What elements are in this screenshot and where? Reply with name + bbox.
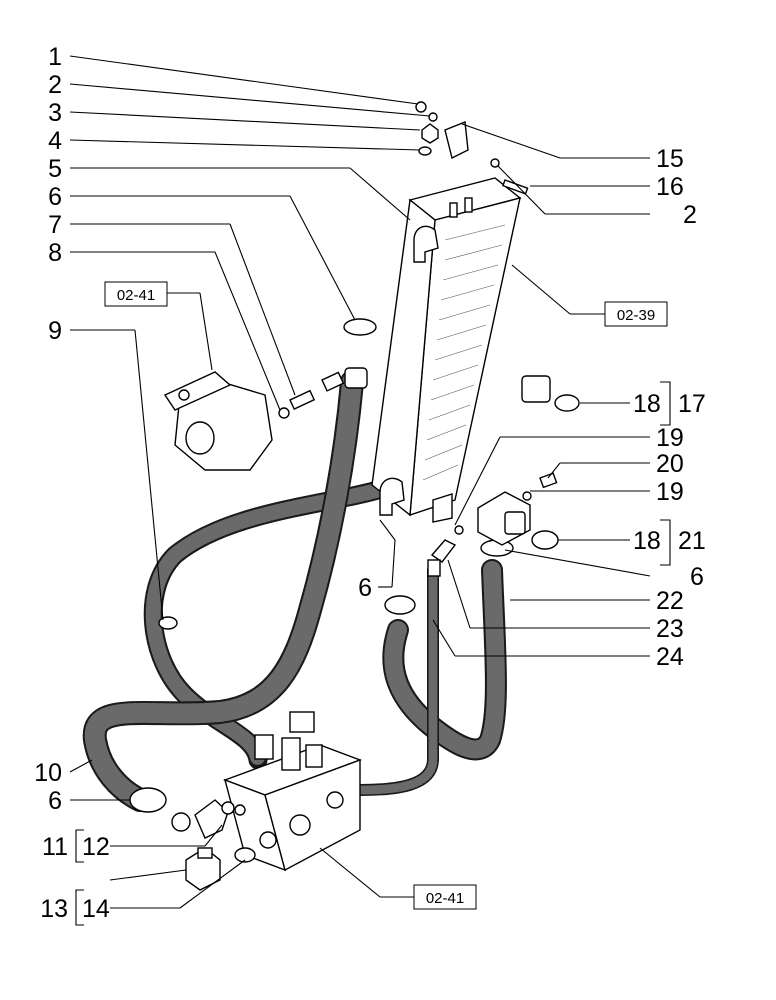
callout-18: 18	[633, 390, 661, 418]
callout-6: 6	[48, 183, 62, 211]
callout-18b: 18	[633, 527, 661, 555]
callout-12: 12	[82, 833, 110, 861]
callout-19b: 19	[656, 478, 684, 506]
ref-box-cooler: 02-39	[604, 301, 668, 327]
callout-5: 5	[48, 155, 62, 183]
callout-14: 14	[82, 895, 110, 923]
callout-9: 9	[48, 317, 62, 345]
callout-13: 13	[40, 895, 68, 923]
callout-2b: 2	[683, 201, 697, 229]
callout-17: 17	[678, 390, 706, 418]
callout-23: 23	[656, 615, 684, 643]
callout-3: 3	[48, 99, 62, 127]
ref-pump-text: 02-41	[117, 287, 155, 304]
valve-block	[222, 711, 363, 872]
callout-10: 10	[34, 759, 62, 787]
ref-cooler-text: 02-39	[617, 307, 655, 324]
ref-valve-block-text: 02-41	[426, 890, 464, 907]
callout-6b: 6	[48, 787, 62, 815]
callout-19: 19	[656, 424, 684, 452]
callout-7: 7	[48, 211, 62, 239]
pump	[163, 367, 368, 471]
callout-4: 4	[48, 127, 62, 155]
callout-11: 11	[42, 833, 68, 861]
callout-22: 22	[656, 587, 684, 615]
hoses	[82, 370, 507, 812]
callout-21: 21	[678, 527, 706, 555]
ref-box-valve-block: 02-41	[413, 884, 477, 910]
callout-6c: 6	[358, 574, 372, 602]
callout-15: 15	[656, 145, 684, 173]
callouts-left: 1 2 3 4 5 6 7 8 9 10 6 11 12 13 14 6	[34, 43, 372, 923]
small-hardware	[415, 101, 529, 195]
oil-cooler	[371, 121, 522, 523]
right-fittings	[427, 375, 580, 577]
bottom-fittings	[171, 799, 256, 891]
callout-24: 24	[656, 643, 684, 671]
callout-20: 20	[656, 450, 684, 478]
callout-16: 16	[656, 173, 684, 201]
callout-2: 2	[48, 71, 62, 99]
callout-1: 1	[48, 43, 62, 71]
clamps	[129, 318, 514, 813]
callout-6d: 6	[690, 563, 704, 591]
callout-8: 8	[48, 239, 62, 267]
callouts-right: 15 16 2 18 17 19 20 19 18 21 6 22 23 24	[633, 145, 706, 671]
leader-lines	[69, 55, 671, 926]
ref-box-pump: 02-41	[104, 281, 168, 307]
